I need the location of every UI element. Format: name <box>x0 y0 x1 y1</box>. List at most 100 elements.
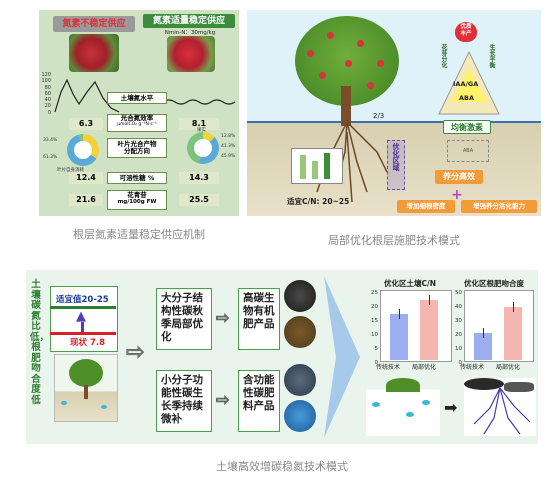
vertical-label: 土壤碳氮比低，根肥吻合度低 <box>30 279 50 406</box>
caption-top-left: 根层氮素适量稳定供应机制 <box>73 228 205 241</box>
balance-hormone: 均衡激素 <box>443 120 491 134</box>
y-tick: 20 <box>44 103 51 110</box>
y-tick: 0 <box>47 109 51 116</box>
suitable-line <box>50 306 116 309</box>
ground-line <box>247 121 541 123</box>
error-bar <box>429 294 430 305</box>
pie-right <box>187 132 219 164</box>
row-antho-unit: mg/100g FW <box>117 199 157 206</box>
nutrient-eff: 养分高效 <box>435 170 483 184</box>
apple-photo-right <box>167 36 215 72</box>
current-line <box>50 332 116 335</box>
row-sugar: 可溶性糖 % <box>107 172 167 184</box>
antho-left: 21.6 <box>69 194 103 206</box>
ratio-label: 2/3 <box>373 112 385 120</box>
bottom-panel: 土壤碳氮比低，根肥吻合度低 适宜值20-25 ▲ 现状 7.8 ⇨ 大分子结构性… <box>26 270 538 444</box>
apple-fruit <box>357 40 364 47</box>
arrow-right-4: ➡ <box>444 398 458 417</box>
chart-tick: 10 <box>455 346 462 352</box>
chart-bar <box>474 333 492 360</box>
arrow-right-1: ⇨ <box>125 340 145 365</box>
pie-left <box>67 134 99 166</box>
error-bar <box>483 328 484 339</box>
caption-top-right: 局部优化根层施肥技术模式 <box>328 234 460 247</box>
chart-tick: 50 <box>455 290 462 296</box>
fruit-label: 果实 <box>197 128 206 133</box>
unstable-label: 氮素不稳定供应 <box>53 16 135 32</box>
hormone-1: IAA/GA <box>453 80 479 88</box>
chart-tick: 15 <box>371 318 378 324</box>
y-ticks: 120 100 80 60 40 20 0 <box>39 72 51 116</box>
apple-fruit <box>319 72 326 79</box>
box-high-carbon: 高碳生物有机肥产品 <box>238 288 280 350</box>
arrow-shaft <box>81 322 84 332</box>
box-macro: 大分子结构性碳秋季局部优化 <box>156 288 212 350</box>
pie-right-c: 45.9% <box>221 154 236 159</box>
value-scale <box>50 286 118 352</box>
row-antho-label: 花青苷 <box>127 191 147 199</box>
row-alloc-label2: 分配方向 <box>124 147 150 156</box>
tree-trunk <box>341 86 351 126</box>
product-circle-2 <box>284 316 316 348</box>
enhance-activation: 增强养分活化能力 <box>461 200 537 213</box>
stable-curve <box>162 99 236 105</box>
product-circle-1 <box>284 280 316 312</box>
chevron-right-icon <box>324 276 360 438</box>
y-tick: 80 <box>44 84 51 91</box>
apple-fruit <box>307 50 314 57</box>
stable-label: 氮素适量稳定供应 <box>143 14 235 28</box>
chart-tick: 5 <box>374 346 379 352</box>
optimized-zone-2: 区域 <box>392 157 400 171</box>
pie-left-b: 61.3% <box>43 155 58 160</box>
pie-left-a: 33.4% <box>43 138 58 143</box>
box-small: 小分子功能性碳生长季持续微补 <box>156 370 212 432</box>
chart-bar <box>420 299 438 360</box>
error-bar <box>513 301 514 312</box>
plus-icon: + <box>451 187 463 203</box>
row-alloc: 叶片光合产物 分配方向 <box>107 138 167 158</box>
y-tick: 60 <box>44 90 51 97</box>
caption-bottom: 土壤高效增碳稳氮技术模式 <box>216 460 348 473</box>
chart2-title: 优化区根肥吻合度 <box>464 279 524 288</box>
apple-heart: 优质 丰产 <box>455 22 477 42</box>
optimized-zone-1: 优化 <box>392 143 400 157</box>
apple-fruit <box>345 60 352 67</box>
top-right-panel: 2/3 优化 区域 适宜C/N: 20~25 优质 丰产 花芽分化 生长平衡 I… <box>247 10 541 216</box>
pie-right-a: 12.8% <box>221 134 236 139</box>
chart-tick: 25 <box>371 290 378 296</box>
suitable-cn: 适宜C/N: 20~25 <box>287 197 350 206</box>
pie-right-b: 41.3% <box>221 144 236 149</box>
chart-tick: 40 <box>455 304 462 310</box>
row-alloc-label: 叶片光合产物 <box>117 140 157 148</box>
error-bar <box>399 308 400 319</box>
photo-right: 8.1 <box>179 118 219 130</box>
apple-label-2: 丰产 <box>460 31 472 37</box>
soil-image-right <box>464 378 536 436</box>
row-photo: 光合氮效率 μmolCO₂ g⁻¹N s⁻¹ <box>107 114 167 132</box>
optimized-zone: 优化 区域 <box>387 140 405 190</box>
aba-molecule: ABA <box>447 140 489 162</box>
photo-left: 6.3 <box>69 118 103 130</box>
chart-tick: 30 <box>455 318 462 324</box>
flower-bud: 花芽分化 <box>440 44 447 68</box>
arrow-right-3: ⇨ <box>215 390 230 409</box>
product-circle-3 <box>284 364 316 396</box>
chart1-title: 优化区土壤C/N <box>383 279 437 288</box>
sugar-right: 14.3 <box>179 172 219 184</box>
chart1-xlabel-0: 传统技术 <box>376 364 401 371</box>
chart-tick: 20 <box>371 304 378 310</box>
chart-tick: 10 <box>371 332 378 338</box>
chart-tick: 0 <box>458 360 463 366</box>
product-circle-4 <box>284 400 316 432</box>
hormone-triangle <box>438 50 500 115</box>
vertical-label-text: 土壤碳氮比低，根肥吻合度低 <box>30 279 50 406</box>
chart-bar <box>390 313 408 360</box>
soil-image-left <box>366 378 440 436</box>
y-tick: 120 <box>41 72 51 78</box>
top-left-panel: 氮素不稳定供应 氮素适量稳定供应 Nmin-N：30mg/kg 120 100 … <box>39 10 239 216</box>
chart2-xlabel-1: 局部优化 <box>496 364 521 371</box>
current-value: 现状 7.8 <box>70 338 106 348</box>
apple-fruit <box>377 60 384 67</box>
